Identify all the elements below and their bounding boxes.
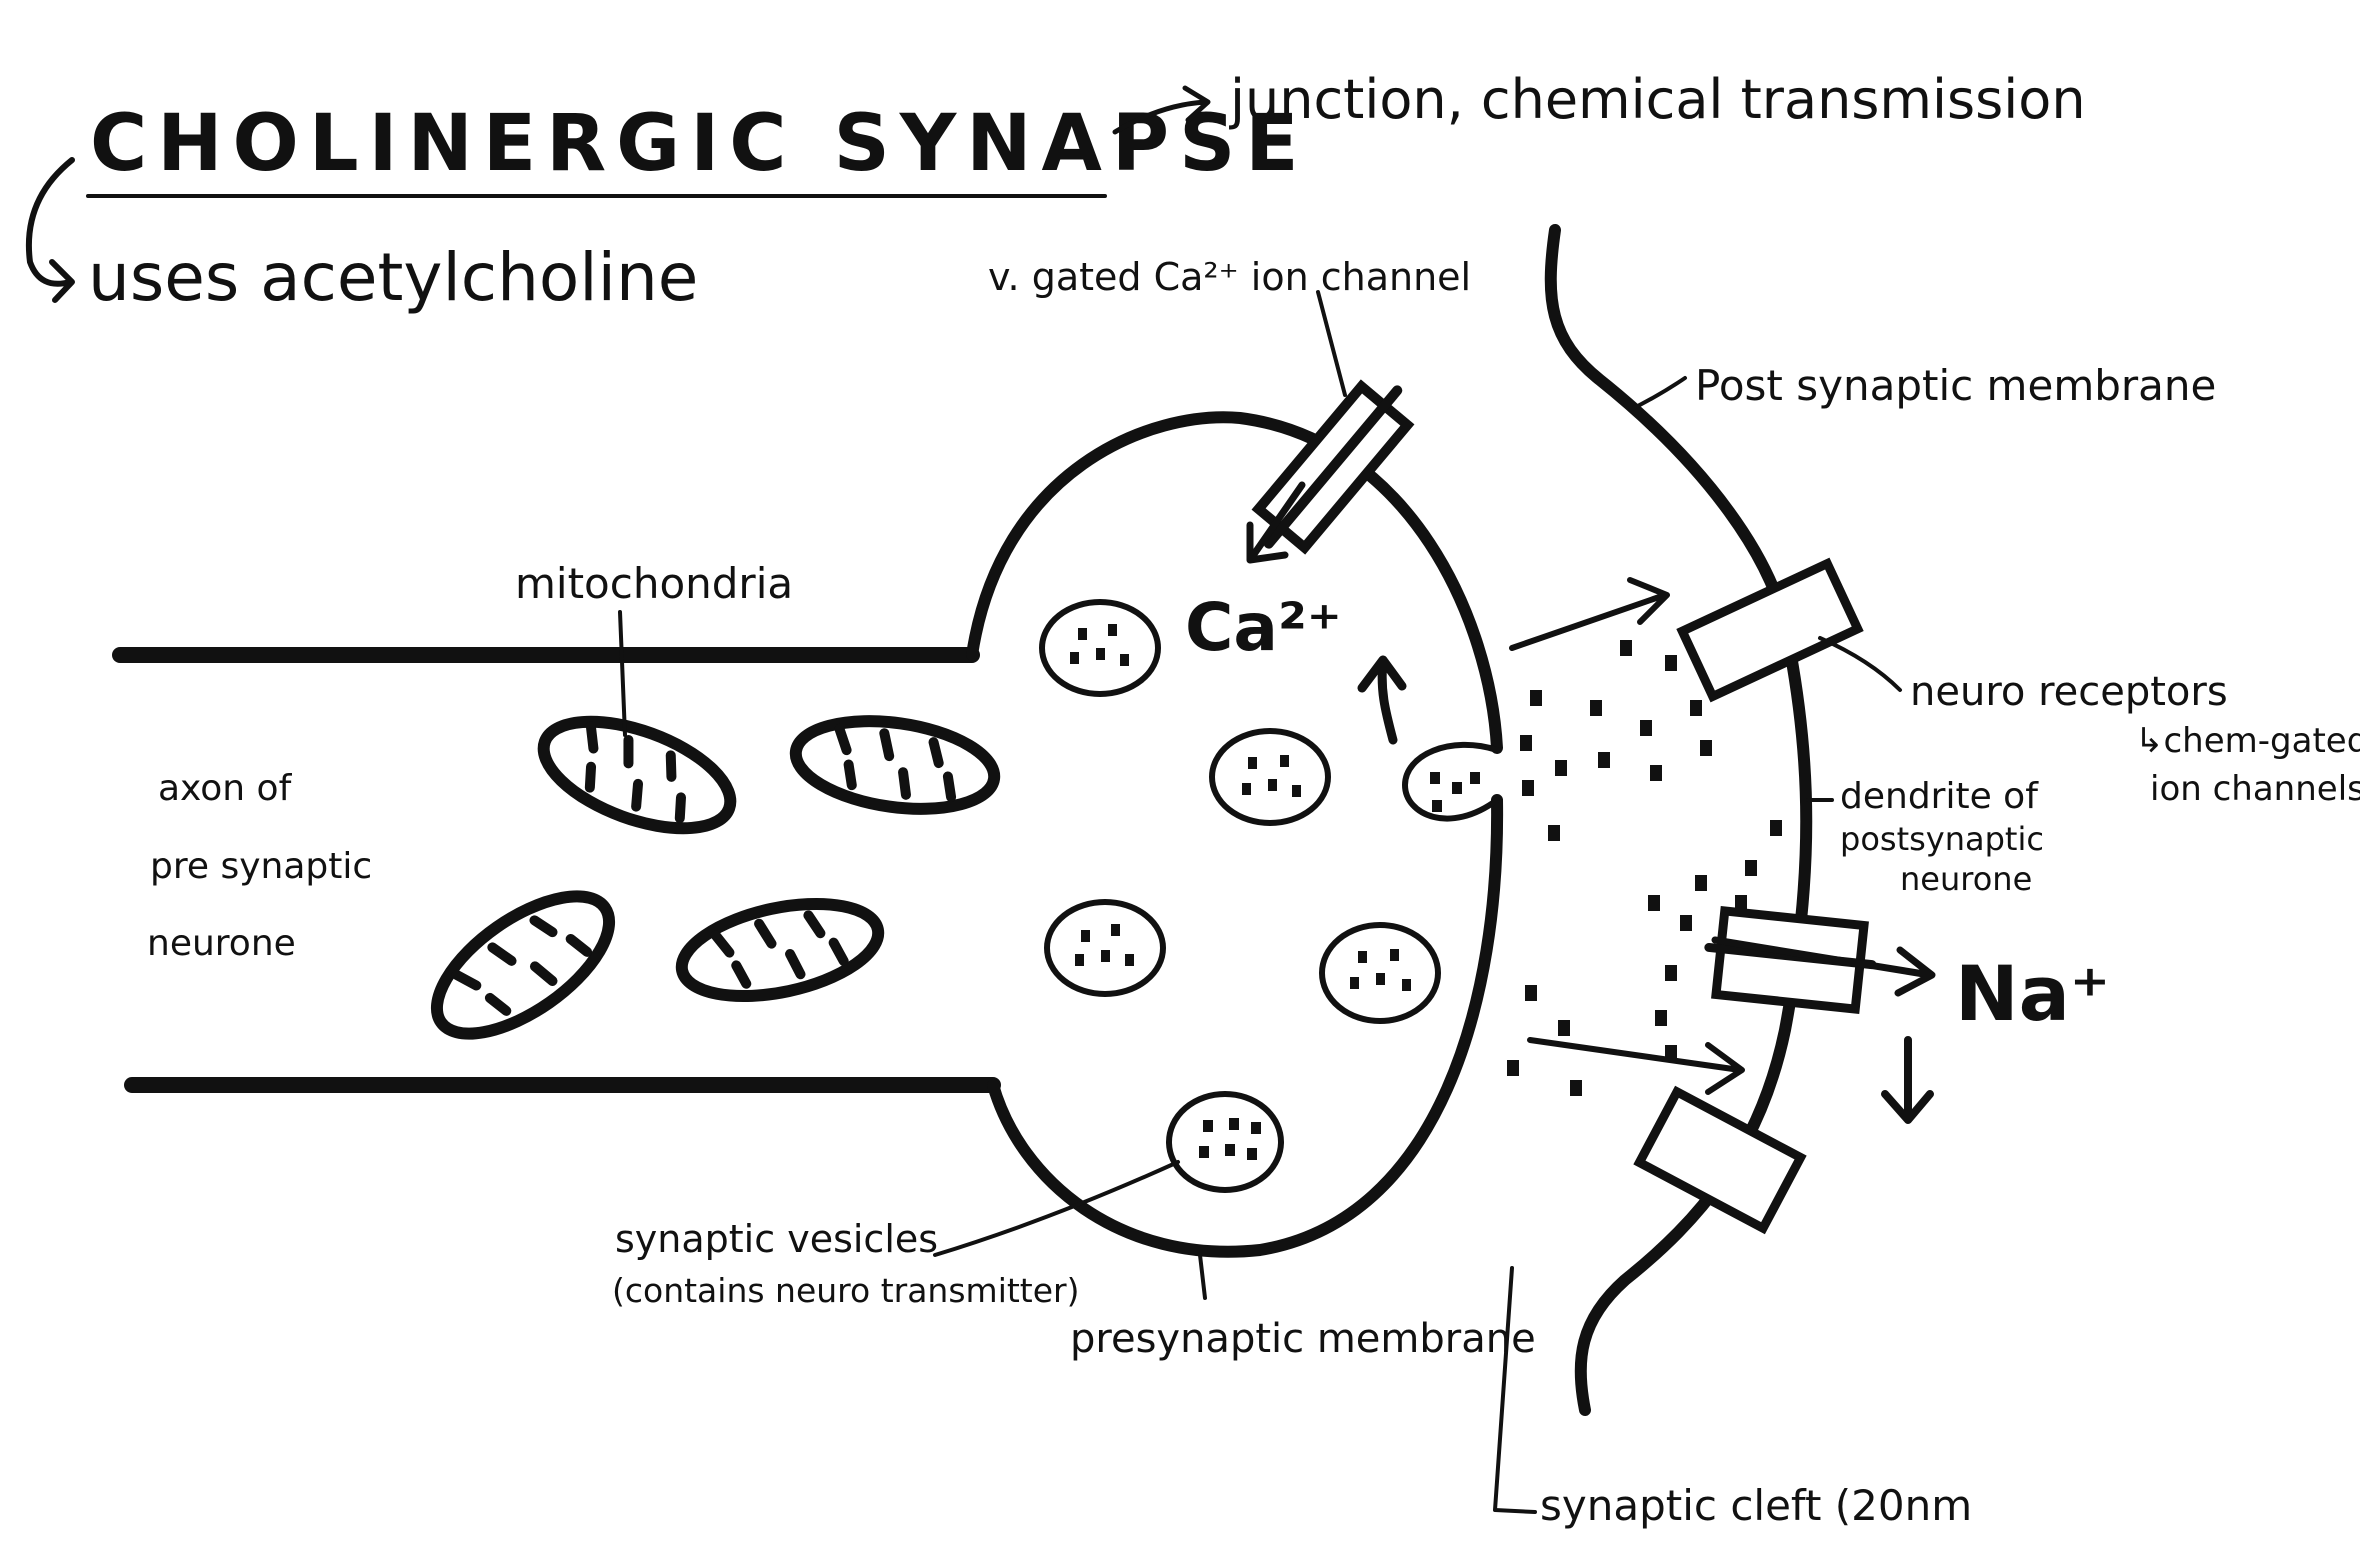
synaptic-vesicles xyxy=(1039,599,1480,1193)
synaptic-vesicle xyxy=(1319,922,1441,1024)
ca-ion-channel xyxy=(1246,290,1415,564)
axon-label-1: axon of xyxy=(158,768,293,809)
mitochondrion xyxy=(537,715,737,835)
cleft-bracket xyxy=(1493,1266,1537,1514)
subtitle: uses acetylcholine xyxy=(88,239,698,316)
receptor xyxy=(1633,1085,1807,1235)
neuro-receptors-pointer xyxy=(1818,636,1902,692)
subtitle-arrow xyxy=(25,157,75,303)
acetylcholine-molecules xyxy=(1507,640,1782,1096)
chem-gated-label-2: ion channels xyxy=(2150,769,2360,809)
axon-label-2: pre synaptic xyxy=(150,846,372,887)
presynaptic-neurone xyxy=(112,411,1504,1258)
presynaptic-membrane-pointer xyxy=(1198,1253,1207,1300)
title: CHOLINERGIC SYNAPSE xyxy=(90,99,1309,189)
fusing-vesicle xyxy=(1402,741,1500,822)
title-note-arrow xyxy=(1112,85,1211,135)
diffusion-arrow-bottom xyxy=(1527,1037,1745,1095)
title-note: junction, chemical transmission xyxy=(1229,68,2086,131)
presynaptic-terminal-membrane xyxy=(966,411,1504,1258)
mitochondrion xyxy=(430,890,616,1040)
ca-channel-pointer xyxy=(1316,290,1347,397)
na-arrow xyxy=(1711,936,1936,997)
mitochondria-label: mitochondria xyxy=(515,559,793,608)
cleft-label: synaptic cleft (20nm xyxy=(1540,1481,1972,1530)
synaptic-vesicle xyxy=(1209,728,1331,826)
mitochondrion xyxy=(675,897,885,1003)
ca-upward-arrow xyxy=(1357,655,1407,745)
mitochondrion xyxy=(789,715,1001,815)
axon-label-3: neurone xyxy=(147,923,296,964)
chem-gated-label-1: ↳chem-gated xyxy=(2135,721,2360,761)
ca-channel-label: v. gated Ca²⁺ ion channel xyxy=(988,255,1471,299)
mitochondria-pointer xyxy=(618,610,627,737)
mitochondria-group xyxy=(430,715,1001,1040)
na-down-arrow xyxy=(1881,1036,1934,1124)
synaptic-vesicle xyxy=(1039,599,1161,697)
postsynaptic-membrane xyxy=(1544,224,1813,1416)
vesicles-pointer xyxy=(933,1160,1180,1257)
postsynaptic-membrane-pointer xyxy=(1628,376,1687,412)
synaptic-vesicle xyxy=(1166,1091,1284,1193)
diffusion-arrow-top xyxy=(1509,577,1670,651)
ca-ion-label: Ca²⁺ xyxy=(1185,589,1342,666)
postsynaptic-membrane-label: Post synaptic membrane xyxy=(1695,361,2216,410)
synaptic-vesicle xyxy=(1044,899,1166,997)
vesicles-label-1: synaptic vesicles xyxy=(615,1217,938,1261)
vesicles-label-2: (contains neuro transmitter) xyxy=(612,1271,1079,1310)
na-ion-label: Na⁺ xyxy=(1955,949,2110,1038)
neuro-receptors-label: neuro receptors xyxy=(1910,669,2228,715)
receptor xyxy=(1676,557,1864,703)
dendrite-label-1: dendrite of xyxy=(1840,776,2039,817)
neuro-receptors xyxy=(1633,557,1877,1235)
dendrite-label-3: neurone xyxy=(1900,860,2032,898)
dendrite-label-2: postsynaptic xyxy=(1840,820,2044,858)
presynaptic-membrane-label: presynaptic membrane xyxy=(1070,1316,1536,1362)
ca-influx-arrow xyxy=(1246,481,1306,564)
